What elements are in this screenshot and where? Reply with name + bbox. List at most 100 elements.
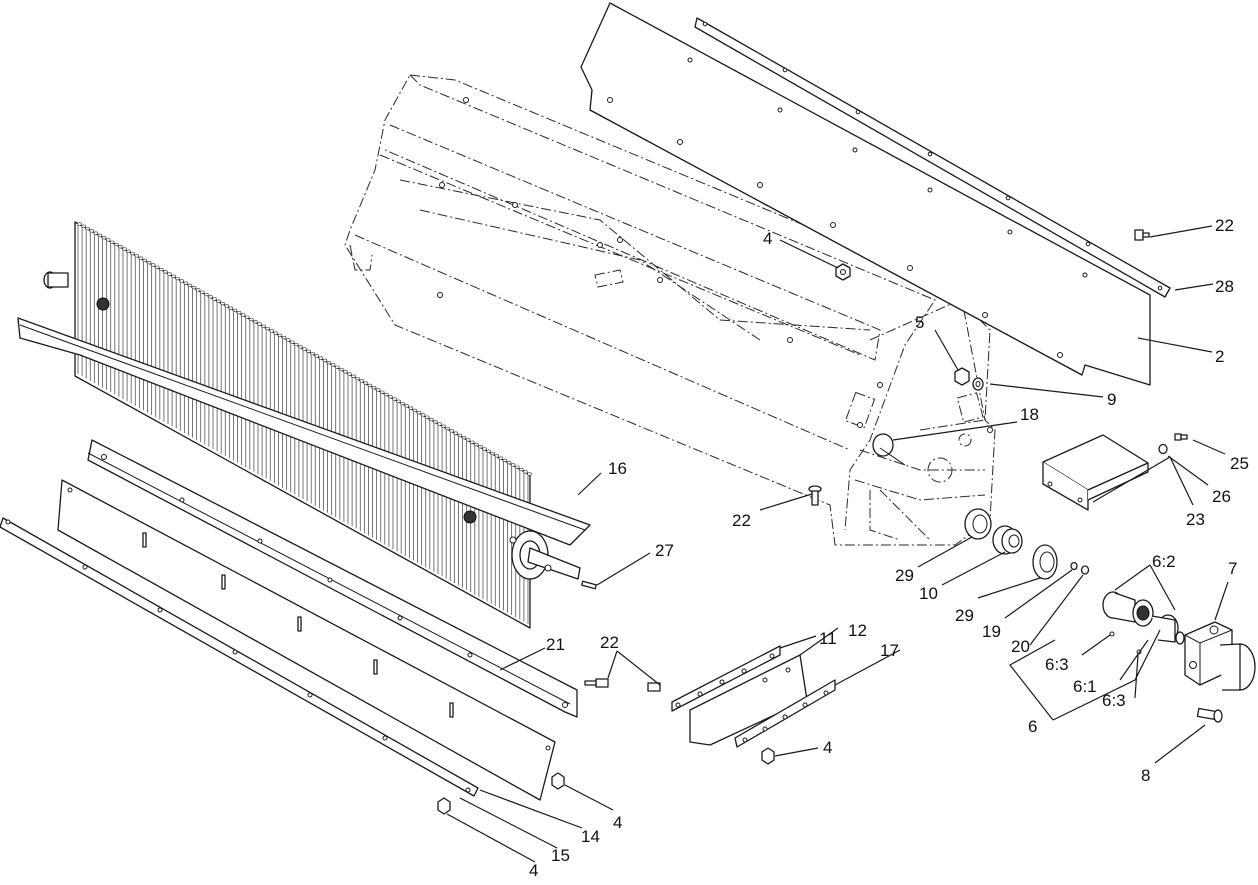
bristle-tip xyxy=(208,295,213,299)
cover-plate-part-2 xyxy=(580,2,1151,386)
bristle-tip xyxy=(330,363,336,367)
callout-28: 28 xyxy=(1215,277,1234,296)
bristle-tip xyxy=(355,376,360,381)
bristle-tip xyxy=(265,326,270,331)
bristle-tip xyxy=(461,436,467,440)
bristle-tip xyxy=(326,361,332,365)
bolt-22-mid xyxy=(808,485,822,506)
callout-19: 19 xyxy=(982,622,1001,641)
washer-26 xyxy=(1158,443,1168,455)
bristle-tip xyxy=(154,265,160,269)
bristle-tip xyxy=(310,351,315,356)
callout-11: 11 xyxy=(819,629,837,648)
bristle-tip xyxy=(429,417,434,422)
callout-5: 5 xyxy=(915,313,924,332)
bristle-tip xyxy=(388,395,393,399)
callout-8: 8 xyxy=(1141,766,1150,785)
bristle-tip xyxy=(298,345,303,349)
bristle-tip xyxy=(277,333,283,337)
bristle-tip xyxy=(228,306,234,310)
bristle-tip xyxy=(167,272,172,276)
bristle-tip xyxy=(134,254,140,258)
flange-29-b xyxy=(1032,544,1058,580)
bristle-tip xyxy=(478,445,483,449)
washer-19 xyxy=(1070,561,1078,571)
bristle-tip xyxy=(396,399,401,403)
bristle-tip xyxy=(224,304,230,308)
bristle-tip xyxy=(159,267,164,272)
callout-6-1: 6:1 xyxy=(1073,677,1097,696)
bristle-tip xyxy=(183,281,189,285)
bristle-tip xyxy=(130,251,135,256)
bristle-tip xyxy=(384,392,389,397)
bristle-tip xyxy=(240,313,246,317)
bristle-tip xyxy=(371,386,377,390)
bristle-tip xyxy=(379,390,385,394)
coupling-6 xyxy=(1102,591,1179,655)
callout-17: 17 xyxy=(880,641,899,660)
callout-6-2: 6:2 xyxy=(1152,552,1176,571)
bristle-tip xyxy=(195,288,201,292)
bristle-tip xyxy=(474,442,479,447)
bristle-tip xyxy=(150,263,156,267)
callout-29-b: 29 xyxy=(955,606,974,625)
bristle-tip xyxy=(122,247,127,251)
bristle-tip xyxy=(339,367,344,372)
bristle-tip xyxy=(249,317,254,322)
nut-4-low xyxy=(551,772,565,790)
bristle-tip xyxy=(318,356,324,360)
bristle-tip xyxy=(334,365,340,369)
callout-6-3-a: 6:3 xyxy=(1045,655,1069,674)
callout-6-3-b: 6:3 xyxy=(1102,691,1126,710)
bristle-tip xyxy=(216,299,221,303)
callout-23: 23 xyxy=(1186,510,1205,529)
callout-7: 7 xyxy=(1228,559,1237,578)
bristle-tip xyxy=(93,231,99,235)
callout-22-low: 22 xyxy=(600,633,619,652)
bristle-tip xyxy=(171,274,176,278)
bristle-tip xyxy=(302,347,307,351)
callout-12: 12 xyxy=(848,621,867,640)
bristle-tip xyxy=(306,349,311,353)
bristle-tip xyxy=(199,290,205,294)
callout-2: 2 xyxy=(1215,347,1224,366)
bristle-tip xyxy=(114,242,119,247)
bolt-22-plates xyxy=(647,682,661,692)
plate-part-11 xyxy=(671,645,781,712)
bristle-tip xyxy=(453,431,459,435)
bristle-tip xyxy=(294,342,299,347)
bristle-tip xyxy=(175,276,180,281)
nut-4-mid xyxy=(761,747,775,765)
bristle-tip xyxy=(261,324,266,328)
bristle-tip xyxy=(285,338,291,342)
bristle-tip xyxy=(81,224,86,228)
nut-4-bottom xyxy=(437,797,451,815)
bristle-tip xyxy=(85,226,90,231)
bristle-tip xyxy=(359,379,365,383)
bristle-tip xyxy=(412,408,418,412)
bristle-tip xyxy=(146,261,152,265)
bristle-tip xyxy=(138,256,144,260)
callout-22-top: 22 xyxy=(1215,216,1234,235)
bristle-tip xyxy=(457,433,463,437)
bristle-tip xyxy=(347,372,352,376)
bristle-tip xyxy=(424,415,430,419)
bristle-tip xyxy=(420,413,426,417)
bristle-tip xyxy=(482,447,487,451)
callout-4-bottom: 4 xyxy=(529,861,538,880)
bolt-22-top xyxy=(1134,229,1150,241)
plate-part-12 xyxy=(689,654,808,746)
bristle-tip xyxy=(273,331,279,335)
bristle-tip xyxy=(212,297,217,301)
bristle-tip xyxy=(351,374,356,378)
bristle-tip xyxy=(322,358,328,362)
bristle-tip xyxy=(109,240,115,244)
bristle-tip xyxy=(404,404,410,408)
motor-7 xyxy=(1175,621,1256,691)
bristle-tip xyxy=(281,336,287,340)
bristle-tip xyxy=(392,397,397,401)
bristle-tip xyxy=(510,463,516,467)
bristle-tip xyxy=(375,388,381,392)
flap-part-14 xyxy=(57,479,556,801)
callout-4-top: 4 xyxy=(763,229,772,248)
